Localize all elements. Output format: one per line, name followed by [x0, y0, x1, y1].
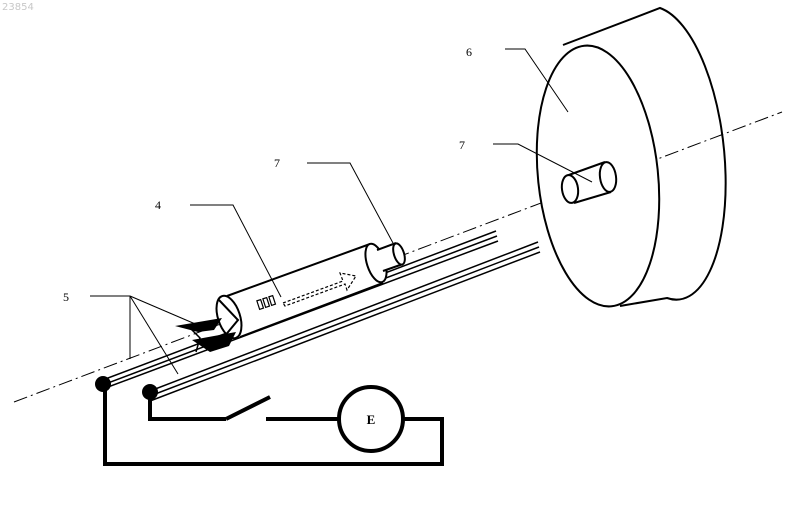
callout-6: 6	[466, 45, 472, 59]
switch-blade	[226, 397, 270, 419]
switch-wire	[150, 398, 226, 419]
callout-4: 4	[155, 198, 161, 212]
callout-5: 5	[63, 290, 69, 304]
callouts: 6 7 7 4 5	[63, 45, 592, 374]
disc	[525, 8, 726, 313]
power-source-label: E	[367, 412, 376, 427]
watermark-text: 23854	[2, 2, 34, 13]
rail-terminal-right	[142, 384, 158, 400]
armature	[175, 241, 407, 352]
callout-7-axle: 7	[459, 138, 465, 152]
rail-terminal-left	[95, 376, 111, 392]
rails	[100, 231, 540, 401]
circuit: E	[95, 376, 442, 464]
callout-7-tube: 7	[274, 156, 280, 170]
